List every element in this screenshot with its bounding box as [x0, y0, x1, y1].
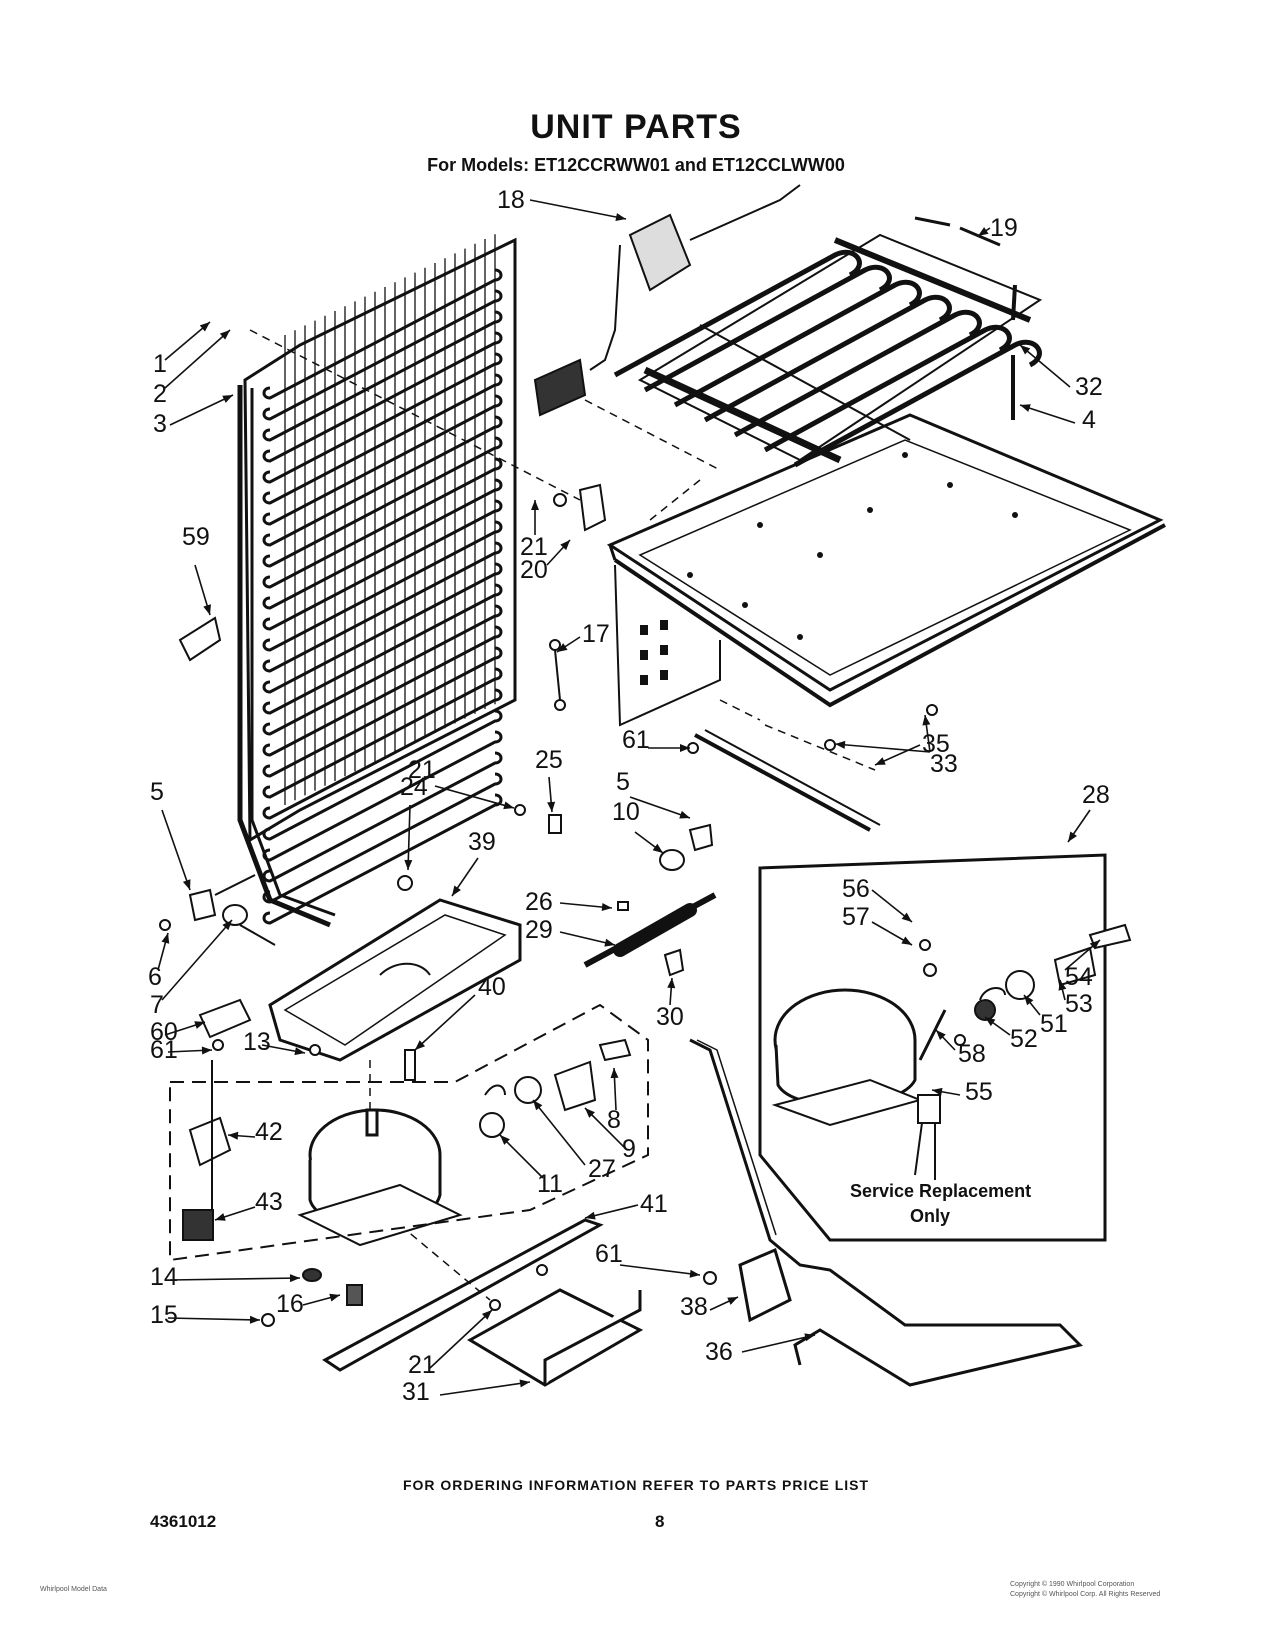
callout-54: 54	[1065, 963, 1093, 991]
fine-print-right-2: Copyright © Whirlpool Corp. All Rights R…	[1010, 1591, 1161, 1598]
relay-part-42	[188, 1116, 232, 1167]
callout-21: 21	[408, 1351, 436, 1379]
defrost-timer-part-38	[738, 1247, 792, 1323]
callout-59: 59	[182, 523, 210, 551]
callout-36: 36	[705, 1338, 733, 1366]
callout-29: 29	[525, 916, 553, 944]
callout-6: 6	[148, 963, 162, 991]
callout-61: 61	[595, 1240, 623, 1268]
pad-part-60	[198, 998, 252, 1039]
ordering-note: FOR ORDERING INFORMATION REFER TO PARTS …	[402, 1477, 870, 1493]
callout-61: 61	[622, 726, 650, 754]
callout-38: 38	[680, 1293, 708, 1321]
callout-60: 60	[150, 1018, 178, 1046]
filter-dryer-part-29	[583, 892, 717, 977]
evaporator-coil	[613, 233, 1043, 468]
callout-28: 28	[1082, 781, 1110, 809]
service-only-label: Only	[910, 1206, 950, 1226]
callout-21: 21	[408, 756, 436, 784]
drain-pan-part-39	[268, 898, 522, 1062]
callout-41: 41	[640, 1190, 668, 1218]
callout-18: 18	[497, 186, 525, 214]
callout-5: 5	[616, 768, 630, 796]
callout-15: 15	[150, 1301, 178, 1329]
callout-33: 33	[930, 750, 958, 778]
callout-51: 51	[1040, 1010, 1068, 1038]
callout-4: 4	[1082, 406, 1096, 434]
callout-16: 16	[276, 1290, 304, 1318]
callout-17: 17	[582, 620, 610, 648]
callout-56: 56	[842, 875, 870, 903]
relay-part-43	[182, 1209, 214, 1241]
callout-25: 25	[535, 746, 563, 774]
callout-40: 40	[478, 973, 506, 1001]
callout-55: 55	[965, 1078, 993, 1106]
callout-39: 39	[468, 828, 496, 856]
callout-61: 61	[150, 1036, 178, 1064]
small-screws	[212, 742, 717, 1311]
callout-43: 43	[255, 1188, 283, 1216]
defrost-thermostat-part	[533, 184, 801, 417]
mounting-rail-part-41	[322, 1218, 604, 1372]
service-replacement-box	[758, 853, 1107, 1242]
callout-52: 52	[1010, 1025, 1038, 1053]
callout-35: 35	[922, 730, 950, 758]
callout-27: 27	[588, 1155, 616, 1183]
callout-8: 8	[607, 1106, 621, 1134]
callout-58: 58	[958, 1040, 986, 1068]
document-number: 4361012	[150, 1512, 217, 1531]
grommets-part-14-16	[261, 1268, 363, 1327]
fine-print-left: Whirlpool Model Data	[40, 1586, 107, 1593]
tube-part-36	[689, 1038, 1083, 1387]
models-subtitle: For Models: ET12CCRWW01 and ET12CCLWW00	[427, 155, 845, 175]
callout-31: 31	[402, 1378, 430, 1406]
tube-part-40	[404, 1049, 416, 1081]
compressor-enclosure	[169, 1003, 649, 1262]
callout-5: 5	[150, 778, 164, 806]
callout-13: 13	[243, 1028, 271, 1056]
screw-part-19	[914, 216, 1001, 247]
clamp-part-5-7	[159, 874, 276, 946]
callout-1: 1	[153, 350, 167, 378]
callout-26: 26	[525, 888, 553, 916]
callout-42: 42	[255, 1118, 283, 1146]
callout-2: 2	[153, 380, 167, 408]
callout-7: 7	[150, 991, 164, 1019]
service-overload-parts	[914, 923, 1132, 1180]
clamp-part-10	[659, 823, 714, 871]
callout-32: 32	[1075, 373, 1103, 401]
reference-lines	[249, 329, 876, 1301]
callout-24: 24	[400, 773, 428, 801]
callout-3: 3	[153, 410, 167, 438]
page-number: 8	[655, 1512, 665, 1531]
clip-part-59	[178, 616, 222, 662]
condenser-coil	[237, 234, 517, 928]
screw-part-4	[1011, 284, 1017, 420]
screw-part-33	[824, 704, 938, 751]
bracket-part-31	[467, 1288, 644, 1387]
callout-20: 20	[520, 556, 548, 584]
bracket-part-20	[553, 483, 607, 532]
service-compressor	[771, 988, 947, 1127]
callout-21: 21	[520, 533, 548, 561]
page-title: UNIT PARTS	[530, 108, 742, 146]
fine-print-right-1: Copyright © 1990 Whirlpool Corporation	[1010, 1581, 1135, 1588]
evaporator-pan	[606, 413, 1166, 708]
callout-10: 10	[612, 798, 640, 826]
service-replacement-label: Service Replacement	[850, 1181, 1031, 1201]
callout-57: 57	[842, 903, 870, 931]
callout-30: 30	[656, 1003, 684, 1031]
heater-rod-part-35	[694, 729, 881, 832]
callout-11: 11	[537, 1170, 563, 1198]
callout-53: 53	[1065, 990, 1093, 1018]
callout-14: 14	[150, 1263, 178, 1291]
compressor-main	[297, 1108, 463, 1247]
callout-9: 9	[622, 1135, 636, 1163]
overload-parts	[479, 1038, 632, 1138]
rear-plate	[614, 564, 721, 727]
callout-19: 19	[990, 214, 1018, 242]
screw-part-17	[549, 639, 566, 711]
